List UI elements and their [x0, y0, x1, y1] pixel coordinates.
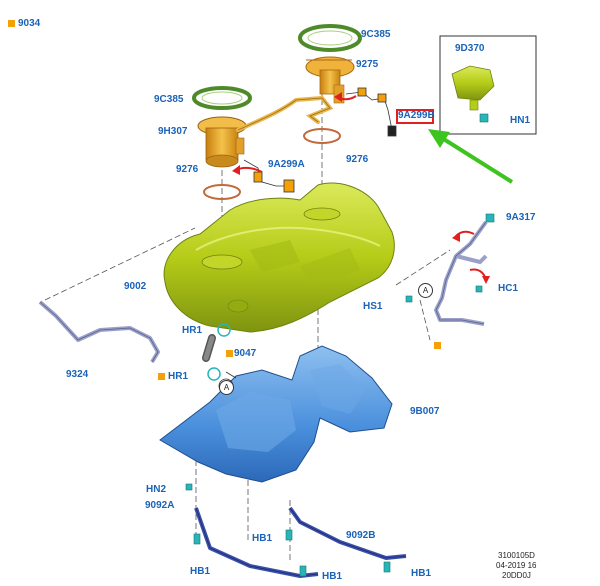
label-9047: 9047 — [234, 348, 257, 359]
seal-ring-top — [298, 24, 362, 52]
callout-a-icon: A — [418, 283, 433, 298]
label-HB1-b: HB1 — [190, 566, 211, 577]
label-HB1-a: HB1 — [252, 533, 273, 544]
crossover-pipe — [38, 300, 160, 364]
label-9A317: 9A317 — [506, 212, 536, 223]
o-ring-right — [303, 128, 341, 144]
label-9A299B: 9A299B — [398, 110, 435, 121]
fasteners — [185, 113, 495, 577]
label-HR1-b: HR1 — [168, 371, 189, 382]
drawing-code-line1: 3100105D — [498, 551, 535, 560]
orange-square-icon-9047 — [226, 350, 233, 357]
inset-frame — [439, 35, 537, 135]
label-HB1-c: HB1 — [322, 571, 343, 582]
label-9B007: 9B007 — [410, 406, 440, 417]
orange-square-icon-hr1 — [158, 373, 165, 380]
seal-ring-left — [192, 86, 252, 110]
green-arrow-icon — [428, 129, 514, 184]
label-9C385-top: 9C385 — [361, 29, 391, 40]
label-9C385-left: 9C385 — [154, 94, 184, 105]
highlight-box — [396, 109, 434, 124]
vapor-pipe — [434, 220, 490, 326]
label-9A299A: 9A299A — [268, 159, 305, 170]
wire-harness-b — [345, 87, 397, 137]
drawing-code-line2: 04-2019 16 — [496, 561, 537, 570]
label-9002: 9002 — [124, 281, 147, 292]
label-HN1: HN1 — [510, 115, 531, 126]
orange-square-icon-right — [434, 342, 441, 349]
heat-shield — [159, 345, 393, 483]
o-ring-left — [203, 184, 241, 200]
label-HN2: HN2 — [146, 484, 167, 495]
label-9276-left: 9276 — [176, 164, 199, 175]
label-9276-right: 9276 — [346, 154, 369, 165]
label-HB1-d: HB1 — [411, 568, 432, 579]
label-9H307: 9H307 — [158, 126, 188, 137]
fuel-tank — [163, 182, 395, 333]
callout-a-icon-2: A — [219, 380, 234, 395]
label-9034: 9034 — [18, 18, 41, 29]
label-HC1: HC1 — [498, 283, 519, 294]
orange-square-icon — [8, 20, 15, 27]
label-9324: 9324 — [66, 369, 89, 380]
drawing-code-line3: 20DD0J — [502, 571, 531, 580]
fuel-pump-module — [197, 116, 247, 168]
inset-component — [451, 65, 495, 111]
filler-hose — [202, 323, 231, 381]
label-9092B: 9092B — [346, 530, 376, 541]
label-9275: 9275 — [356, 59, 379, 70]
label-9092A: 9092A — [145, 500, 175, 511]
label-HR1-a: HR1 — [182, 325, 203, 336]
label-9D370: 9D370 — [455, 43, 485, 54]
label-HS1: HS1 — [363, 301, 383, 312]
fuel-line — [236, 95, 334, 132]
wire-harness-a — [243, 159, 295, 193]
fuel-sender-unit — [305, 56, 355, 104]
